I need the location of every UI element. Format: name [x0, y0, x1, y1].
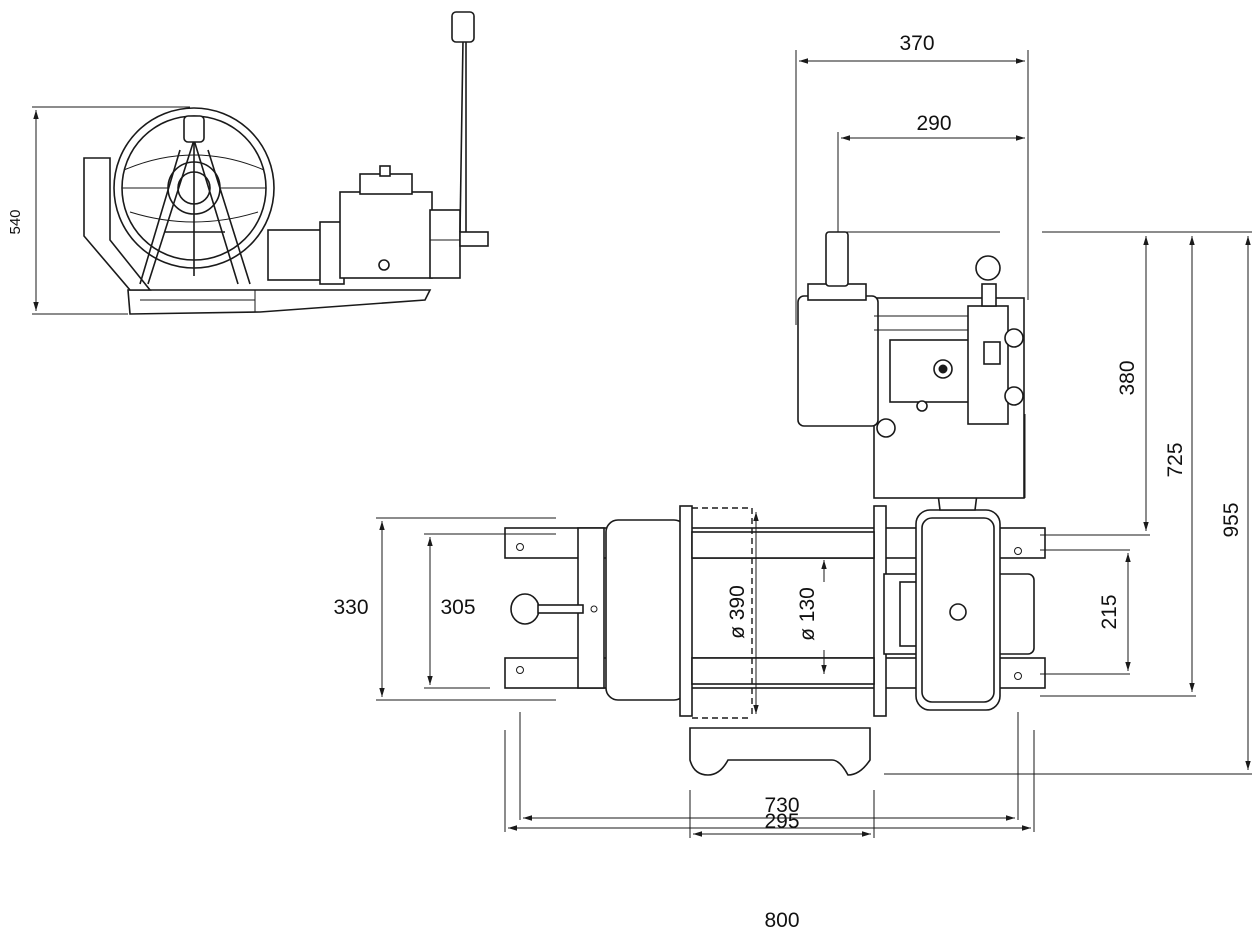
- dim-label-725: 725: [1164, 442, 1187, 477]
- dim-label-370: 370: [899, 32, 934, 55]
- dim-label-955: 955: [1220, 502, 1243, 537]
- dim-label-shaft-diameter: ø 130: [796, 587, 819, 641]
- dim-label-295: 295: [764, 810, 799, 833]
- dim-label-540: 540: [7, 209, 24, 234]
- dim-label-305: 305: [440, 596, 475, 619]
- dim-label-drum-diameter: ø 390: [726, 585, 749, 639]
- dim-label-800: 800: [764, 909, 799, 932]
- dim-label-215: 215: [1098, 594, 1121, 629]
- top-view: [376, 50, 1252, 838]
- side-view: [32, 11, 489, 315]
- dim-label-730: 730: [764, 794, 799, 817]
- dim-label-290: 290: [916, 112, 951, 135]
- dim-label-330: 330: [333, 596, 368, 619]
- dim-label-380: 380: [1116, 360, 1139, 395]
